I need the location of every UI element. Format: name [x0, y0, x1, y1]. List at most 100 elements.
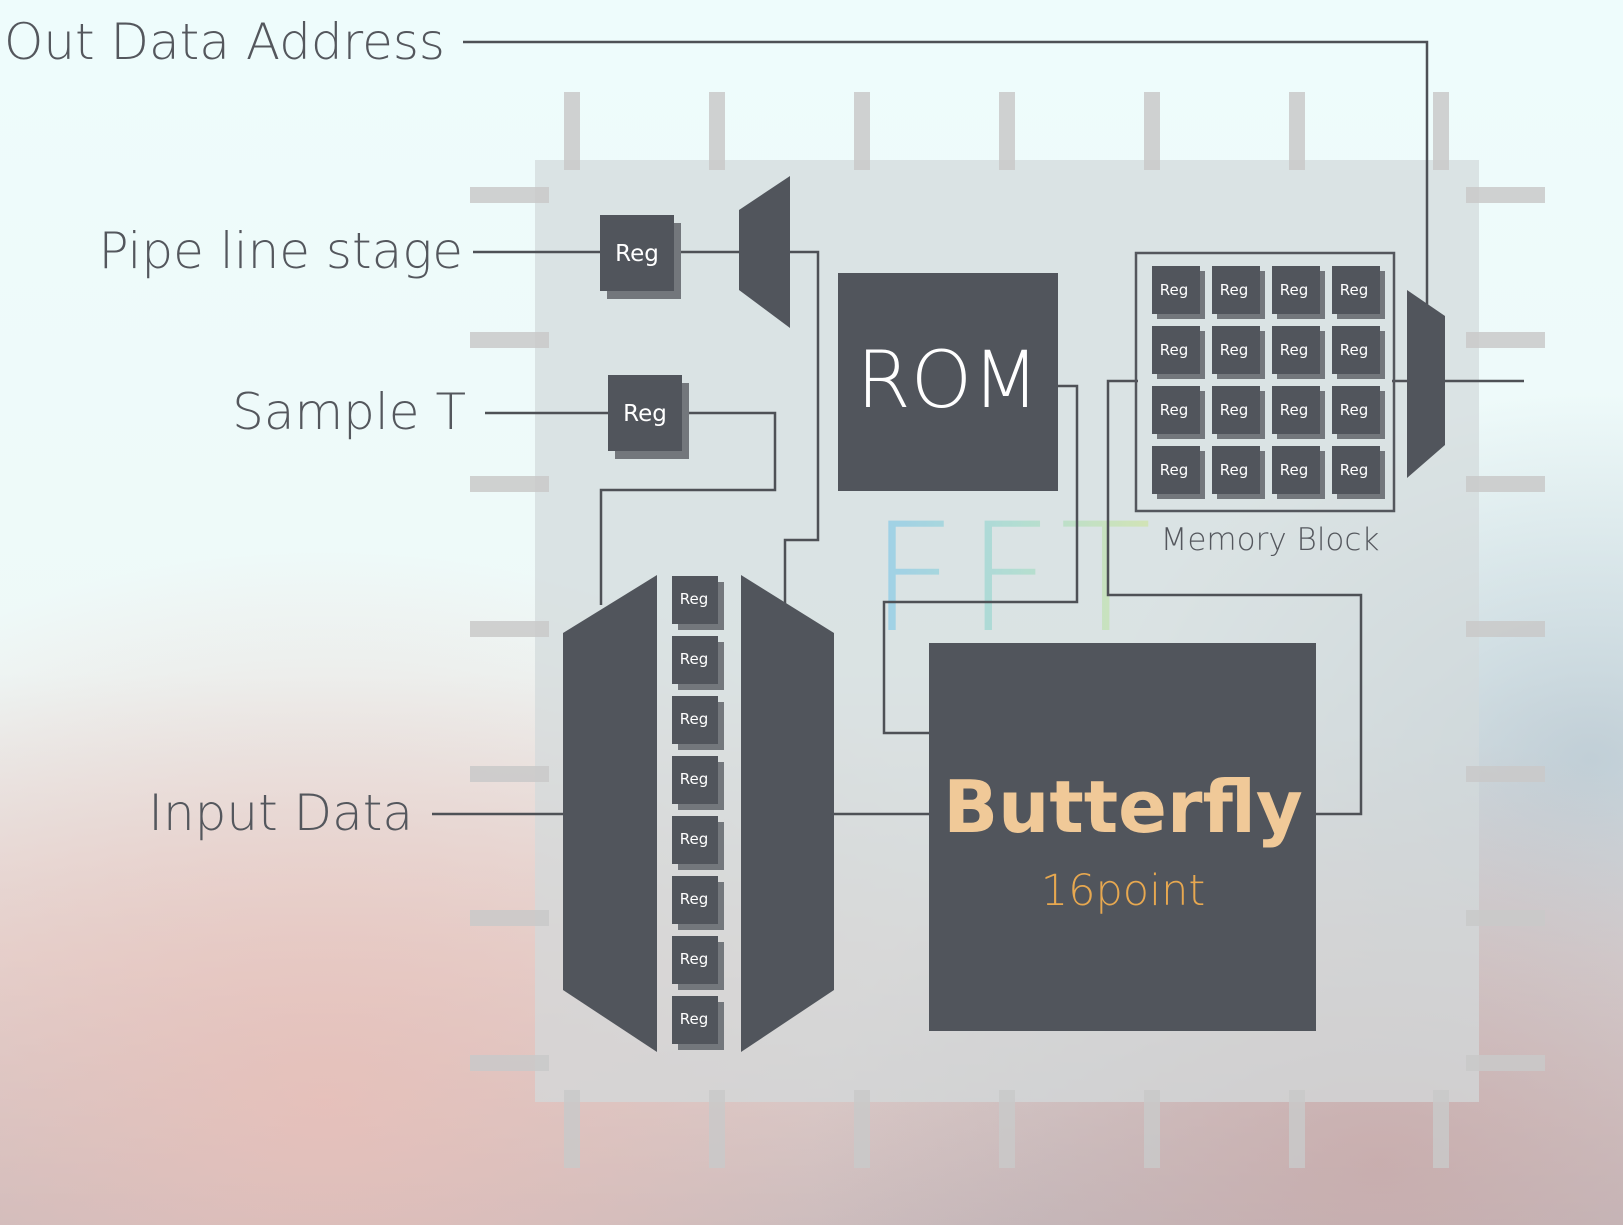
pin-bottom: [1144, 1090, 1160, 1168]
label-sample-t: Sample T: [232, 383, 466, 441]
pin-top: [1289, 92, 1305, 170]
wire-out-data-address: [463, 40, 1429, 310]
svg-text:Reg: Reg: [680, 710, 709, 728]
column-register: Reg: [672, 996, 724, 1050]
rom-block: ROM: [838, 273, 1058, 491]
svg-text:Reg: Reg: [1280, 461, 1309, 479]
memory-register: Reg: [1152, 386, 1205, 439]
svg-text:Reg: Reg: [680, 590, 709, 608]
pin-top: [1144, 92, 1160, 170]
pin-right: [1466, 910, 1545, 926]
svg-text:Reg: Reg: [1280, 401, 1309, 419]
pin-top: [1433, 92, 1449, 170]
svg-text:Reg: Reg: [1340, 281, 1369, 299]
sample-t-register: Reg: [608, 375, 689, 459]
input-demux-left: [563, 575, 657, 1052]
svg-text:Reg: Reg: [680, 950, 709, 968]
svg-text:Reg: Reg: [680, 890, 709, 908]
memory-register: Reg: [1272, 266, 1325, 319]
pin-left: [470, 766, 549, 782]
svg-text:Reg: Reg: [1340, 401, 1369, 419]
pin-right: [1466, 1055, 1545, 1071]
pin-left: [470, 476, 549, 492]
pin-left: [470, 621, 549, 637]
svg-text:Reg: Reg: [1340, 341, 1369, 359]
memory-register: Reg: [1272, 446, 1325, 499]
label-input-data: Input Data: [148, 784, 413, 842]
memory-register: Reg: [1152, 446, 1205, 499]
butterfly-block: Butterfly 16point: [929, 643, 1316, 1031]
input-mux-right: [741, 575, 834, 1052]
column-register: Reg: [672, 876, 724, 930]
svg-text:Reg: Reg: [1160, 461, 1189, 479]
svg-text:Reg: Reg: [1220, 401, 1249, 419]
memory-register: Reg: [1212, 386, 1265, 439]
pin-bottom: [564, 1090, 580, 1168]
memory-register: Reg: [1212, 266, 1265, 319]
pin-bottom: [709, 1090, 725, 1168]
svg-text:Reg: Reg: [1280, 281, 1309, 299]
memory-register: Reg: [1332, 386, 1385, 439]
svg-text:Reg: Reg: [1280, 341, 1309, 359]
pin-left: [470, 187, 549, 203]
svg-text:Reg: Reg: [1160, 401, 1189, 419]
pin-top: [709, 92, 725, 170]
svg-text:Reg: Reg: [1160, 341, 1189, 359]
svg-text:Reg: Reg: [615, 241, 659, 267]
memory-register: Reg: [1272, 386, 1325, 439]
butterfly-title: Butterfly: [943, 765, 1303, 849]
wire-mux-to-left-mux: [783, 250, 820, 605]
svg-text:Reg: Reg: [1220, 341, 1249, 359]
pipeline-mux: [739, 176, 790, 328]
svg-text:Reg: Reg: [680, 650, 709, 668]
memory-register: Reg: [1152, 266, 1205, 319]
memory-register: Reg: [1212, 326, 1265, 379]
svg-text:Reg: Reg: [1340, 461, 1369, 479]
pin-top: [854, 92, 870, 170]
pin-right: [1466, 621, 1545, 637]
wire-butterfly-to-memory: [1106, 379, 1363, 816]
pin-bottom: [1289, 1090, 1305, 1168]
column-register: Reg: [672, 816, 724, 870]
svg-text:Reg: Reg: [680, 1010, 709, 1028]
pin-left: [470, 332, 549, 348]
wire-sample-reg-out: [599, 411, 777, 605]
column-register: Reg: [672, 936, 724, 990]
svg-text:Reg: Reg: [680, 770, 709, 788]
column-register: Reg: [672, 756, 724, 810]
pin-bottom: [854, 1090, 870, 1168]
wire-rom-out: [882, 384, 1079, 735]
label-pipe-line-stage: Pipe line stage: [98, 222, 463, 280]
wires: [432, 40, 1524, 816]
svg-text:Reg: Reg: [1220, 461, 1249, 479]
svg-text:Reg: Reg: [1160, 281, 1189, 299]
memory-register: Reg: [1332, 326, 1385, 379]
pin-bottom: [1433, 1090, 1449, 1168]
column-register: Reg: [672, 636, 724, 690]
column-register: Reg: [672, 696, 724, 750]
rom-label: ROM: [857, 336, 1040, 426]
pin-right: [1466, 332, 1545, 348]
memory-block-label: Memory Block: [1161, 522, 1380, 558]
output-mux: [1407, 290, 1445, 478]
pin-left: [470, 1055, 549, 1071]
svg-text:Reg: Reg: [1220, 281, 1249, 299]
butterfly-subtitle: 16point: [1041, 866, 1205, 916]
memory-register: Reg: [1272, 326, 1325, 379]
pin-bottom: [999, 1090, 1015, 1168]
memory-register: Reg: [1152, 326, 1205, 379]
fft-watermark: FFT: [870, 492, 1162, 666]
pin-top: [999, 92, 1015, 170]
svg-text:Reg: Reg: [623, 401, 667, 427]
column-register: Reg: [672, 576, 724, 630]
pin-top: [564, 92, 580, 170]
memory-register: Reg: [1332, 266, 1385, 319]
pipeline-register: Reg: [600, 215, 681, 299]
svg-text:Reg: Reg: [680, 830, 709, 848]
memory-register: Reg: [1332, 446, 1385, 499]
label-out-data-address: Out Data Address: [4, 13, 445, 71]
pin-right: [1466, 476, 1545, 492]
